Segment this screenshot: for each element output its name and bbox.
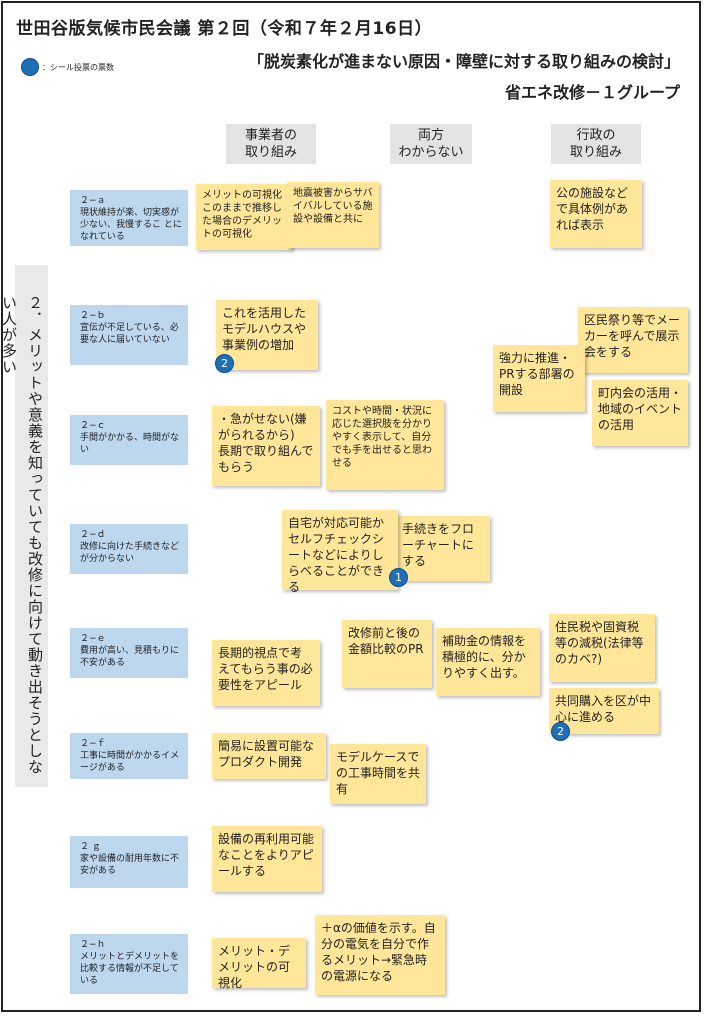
sticky-note: 長期的視点で考えてもらう事の必要性をアピール <box>212 640 320 706</box>
theme-label: ２．メリットや意義を知っていても改修に向けて動き出そうとしない人が多い <box>0 265 48 787</box>
column-header-government: 行政の 取り組み <box>551 124 641 164</box>
sticky-note: ＋αの価値を示す。自分の電気を自分で作るメリット→緊急時の電源になる <box>315 915 445 995</box>
category-2g: ２ ｇ 家や設備の耐用年数に不安がある <box>70 836 188 888</box>
sticky-note: 設備の再利用可能なことをよりアピールする <box>212 826 322 892</box>
sticky-note: 住民税や固資税等の減税(法律等のカベ?) <box>549 614 655 682</box>
sticky-note: 強力に推進・PRする部署の開設 <box>493 345 585 412</box>
legend-label: ：シール投票の票数 <box>42 62 114 72</box>
category-2a: ２−ａ 現状維持が楽、切実感が少ない、我慢するこ とになれている <box>70 190 188 246</box>
page-subtitle: 「脱炭素化が進まない原因・障壁に対する取り組みの検討」 <box>247 52 680 71</box>
vote-count-badge: 1 <box>389 568 408 587</box>
category-2d: ２−ｄ 改修に向けた手続きなどが分からない <box>70 524 188 574</box>
column-header-both: 両方 わからない <box>390 124 472 164</box>
sticky-note: コストや時間・状況に応じた選択肢を分かりやすく表示して、自分でも手を出せると思わ… <box>326 400 444 490</box>
sticky-note: 町内会の活用・地域のイベントの活用 <box>592 380 688 446</box>
category-2e: ２−ｅ 費用が高い、見積もりに不安がある <box>70 628 188 678</box>
vote-count-badge: 2 <box>551 722 570 741</box>
vote-count-badge: 2 <box>215 354 234 373</box>
category-2h: ２−ｈ メリットとデメリットを比較する情報が不足している <box>70 934 188 994</box>
sticky-note: ・急がせない(嫌がられるから) 長期で取り組んでもらう <box>212 406 320 486</box>
sticky-note: 簡易に設置可能なプロダクト開発 <box>212 733 326 779</box>
vote-dot-icon <box>21 58 39 76</box>
vote-legend: ：シール投票の票数 <box>21 58 114 76</box>
sticky-note: 手続きをフローチャートにする <box>396 516 490 581</box>
sticky-note: メリット・デメリットの可視化 <box>212 938 306 990</box>
sticky-note: メリットの可視化 このままで推移した場合のデメリットの可視化 <box>196 184 292 250</box>
sticky-note: 改修前と後の金額比較のPR <box>342 620 432 688</box>
category-2c: ２−ｃ 手間がかかる、時間がない <box>70 415 188 465</box>
sticky-note: 地震被害からサバイバルしている施設や設備と共に <box>287 182 379 248</box>
group-label: 省エネ改修－１グループ <box>504 83 680 102</box>
sticky-note: 自宅が対応可能かセルフチェックシートなどによりしらべることができる <box>282 510 398 594</box>
column-header-business: 事業者の 取り組み <box>226 124 316 164</box>
sticky-note: モデルケースでの工事時間を共有 <box>330 744 426 804</box>
sticky-note: 公の施設などで具体例があれば表示 <box>550 180 642 248</box>
page-title: 世田谷版気候市民会議 第２回（令和７年２月16日） <box>16 19 433 39</box>
sticky-note: 補助金の情報を積極的に、分かりやすく出す。 <box>436 628 540 696</box>
category-2b: ２−ｂ 宣伝が不足している、必要な人に届いていない <box>70 305 188 365</box>
sticky-note: 区民祭り等でメーカーを呼んで展示会をする <box>578 307 688 373</box>
category-2f: ２−ｆ 工事に時間がかかるイメージがある <box>70 733 188 779</box>
